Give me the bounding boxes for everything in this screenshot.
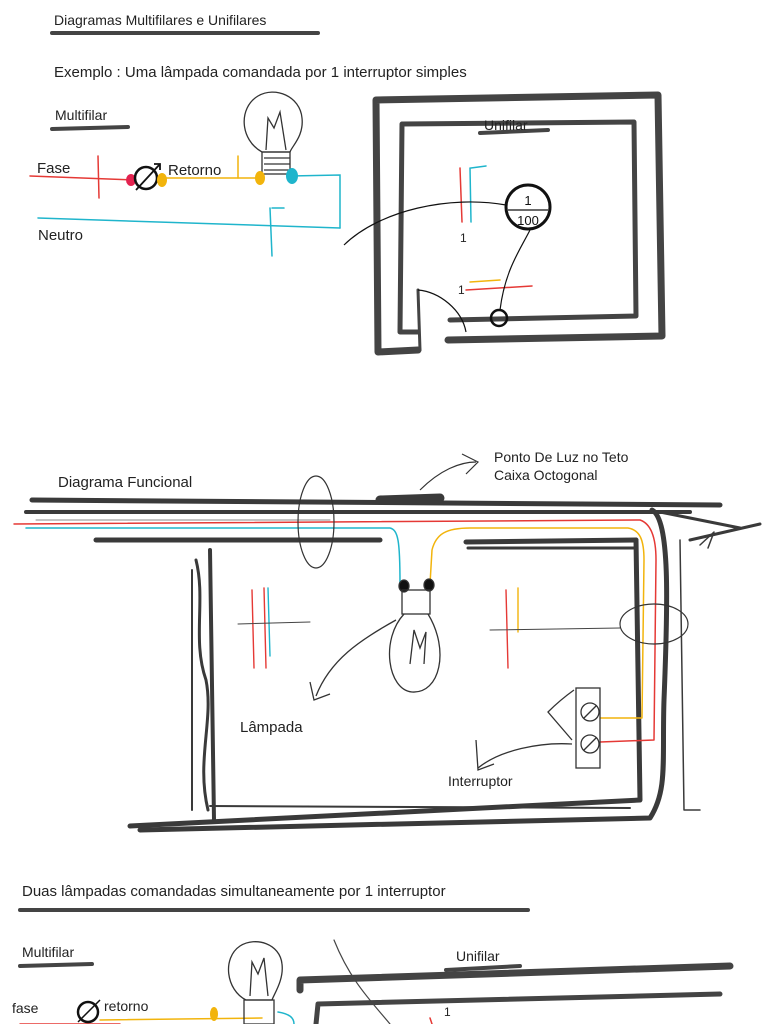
section1-title: Diagramas Multifilares e Unifilares (54, 12, 267, 28)
unifilar-room-walls (372, 91, 666, 356)
section2-walls (24, 493, 762, 833)
switch-symbol (126, 163, 167, 191)
section3-room (296, 939, 734, 1024)
section3-wiring (19, 1011, 433, 1024)
section1-underlines (50, 31, 550, 135)
fase-wire (29, 175, 137, 181)
label-retorno: Retorno (168, 162, 222, 179)
neutro-run (25, 527, 401, 585)
section3-multifilar-heading: Multifilar (22, 944, 75, 960)
section2-title: Diagrama Funcional (58, 474, 193, 491)
label-neutro: Neutro (38, 227, 84, 244)
lamp-bulb (243, 91, 303, 175)
retorno-run (429, 527, 645, 719)
lamp-fraction-denominator: 100 (517, 213, 539, 228)
unifilar-circuit-label: 1 (460, 231, 467, 245)
section3-unifilar-label: 1 (444, 1005, 451, 1019)
label-lampada: Lâmpada (240, 719, 303, 736)
neutro-wire-top (289, 174, 341, 229)
section3-underlines (18, 908, 530, 972)
neutro-tap (269, 207, 273, 257)
label-interruptor: Interruptor (448, 773, 513, 789)
section3-lamp (227, 941, 283, 1024)
multifilar-wiring (29, 155, 341, 257)
neutro-wire (37, 217, 341, 229)
wall-switch (475, 687, 601, 771)
section2-ellipses (297, 453, 689, 645)
section2-wiring (13, 519, 657, 743)
section3-label-fase: fase (12, 1000, 39, 1016)
ponto-luz-line1: Ponto De Luz no Teto (494, 449, 629, 465)
unifilar-conductors (459, 165, 533, 291)
section3-label-retorno: retorno (104, 998, 149, 1014)
fase-tap (97, 155, 100, 199)
section3-title: Duas lâmpadas comandadas simultaneamente… (22, 883, 446, 900)
ponto-luz-line2: Caixa Octogonal (494, 467, 598, 483)
section3-unifilar-heading: Unifilar (456, 948, 500, 964)
section3-switch (76, 999, 101, 1024)
label-fase: Fase (37, 160, 71, 177)
section1-example: Exemplo : Uma lâmpada comandada por 1 in… (54, 64, 467, 81)
unifilar-lamp-point (343, 183, 552, 333)
unifilar-heading: Unifilar (484, 117, 528, 133)
unifilar-switch-label: 1 (458, 283, 465, 297)
fase-run (13, 519, 657, 743)
lamp-fixture (309, 578, 441, 701)
multifilar-heading: Multifilar (55, 107, 108, 123)
lamp-fraction-numerator: 1 (524, 193, 532, 208)
